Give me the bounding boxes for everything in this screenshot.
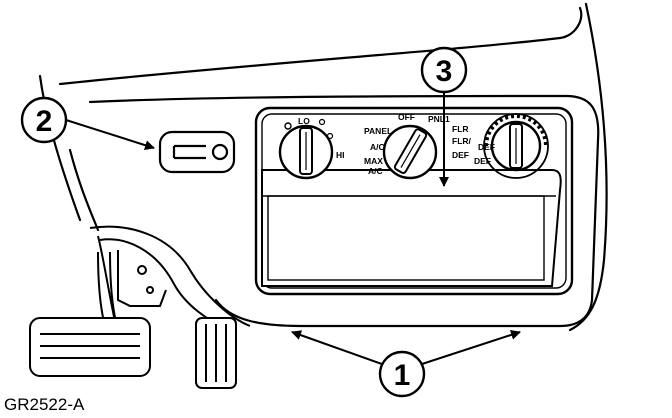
blower-step-dot-icon	[318, 118, 326, 126]
mode-off-label: OFF	[398, 112, 415, 122]
accelerator-pedal	[195, 317, 237, 389]
blower-lo-label: LO	[298, 116, 310, 126]
blower-fan-icon	[284, 122, 292, 130]
callout-1: 1	[291, 330, 521, 398]
temp-def-label-2: DEF	[474, 156, 491, 166]
dashboard-outline	[38, 2, 608, 332]
callout-1-arrow-left	[291, 330, 383, 365]
mode-panel-label: PANEL	[364, 126, 392, 136]
callout-3: 3	[420, 46, 468, 187]
callout-2-number: 2	[36, 105, 53, 138]
mode-pnl1-label: PNL1	[428, 114, 450, 124]
temp-def-label-1: DEF	[478, 142, 495, 152]
mode-max-label: MAX	[364, 156, 383, 166]
callout-2-arrow	[65, 119, 155, 151]
storage-bin	[261, 169, 562, 287]
mode-def-label: DEF	[452, 150, 469, 160]
blower-step-dot-icon	[326, 132, 334, 140]
mode-ac2-label: A/C	[368, 166, 383, 176]
panel-vent	[158, 130, 236, 174]
mode-ac-label: A/C	[370, 142, 385, 152]
temperature-knob[interactable]	[483, 113, 549, 179]
brake-pedal	[29, 251, 151, 377]
callout-3-number: 3	[436, 55, 453, 88]
blower-hi-label: HI	[336, 150, 345, 160]
mode-knob[interactable]	[382, 124, 438, 180]
callout-1-number: 1	[394, 359, 411, 392]
blower-knob[interactable]	[278, 124, 334, 180]
callout-1-arrow-right	[421, 330, 521, 365]
callout-2: 2	[20, 96, 155, 151]
mode-flr1-label: FLR	[452, 124, 469, 134]
figure-id: GR2522-A	[4, 395, 85, 414]
mode-flr2-label: FLR/	[452, 136, 472, 146]
